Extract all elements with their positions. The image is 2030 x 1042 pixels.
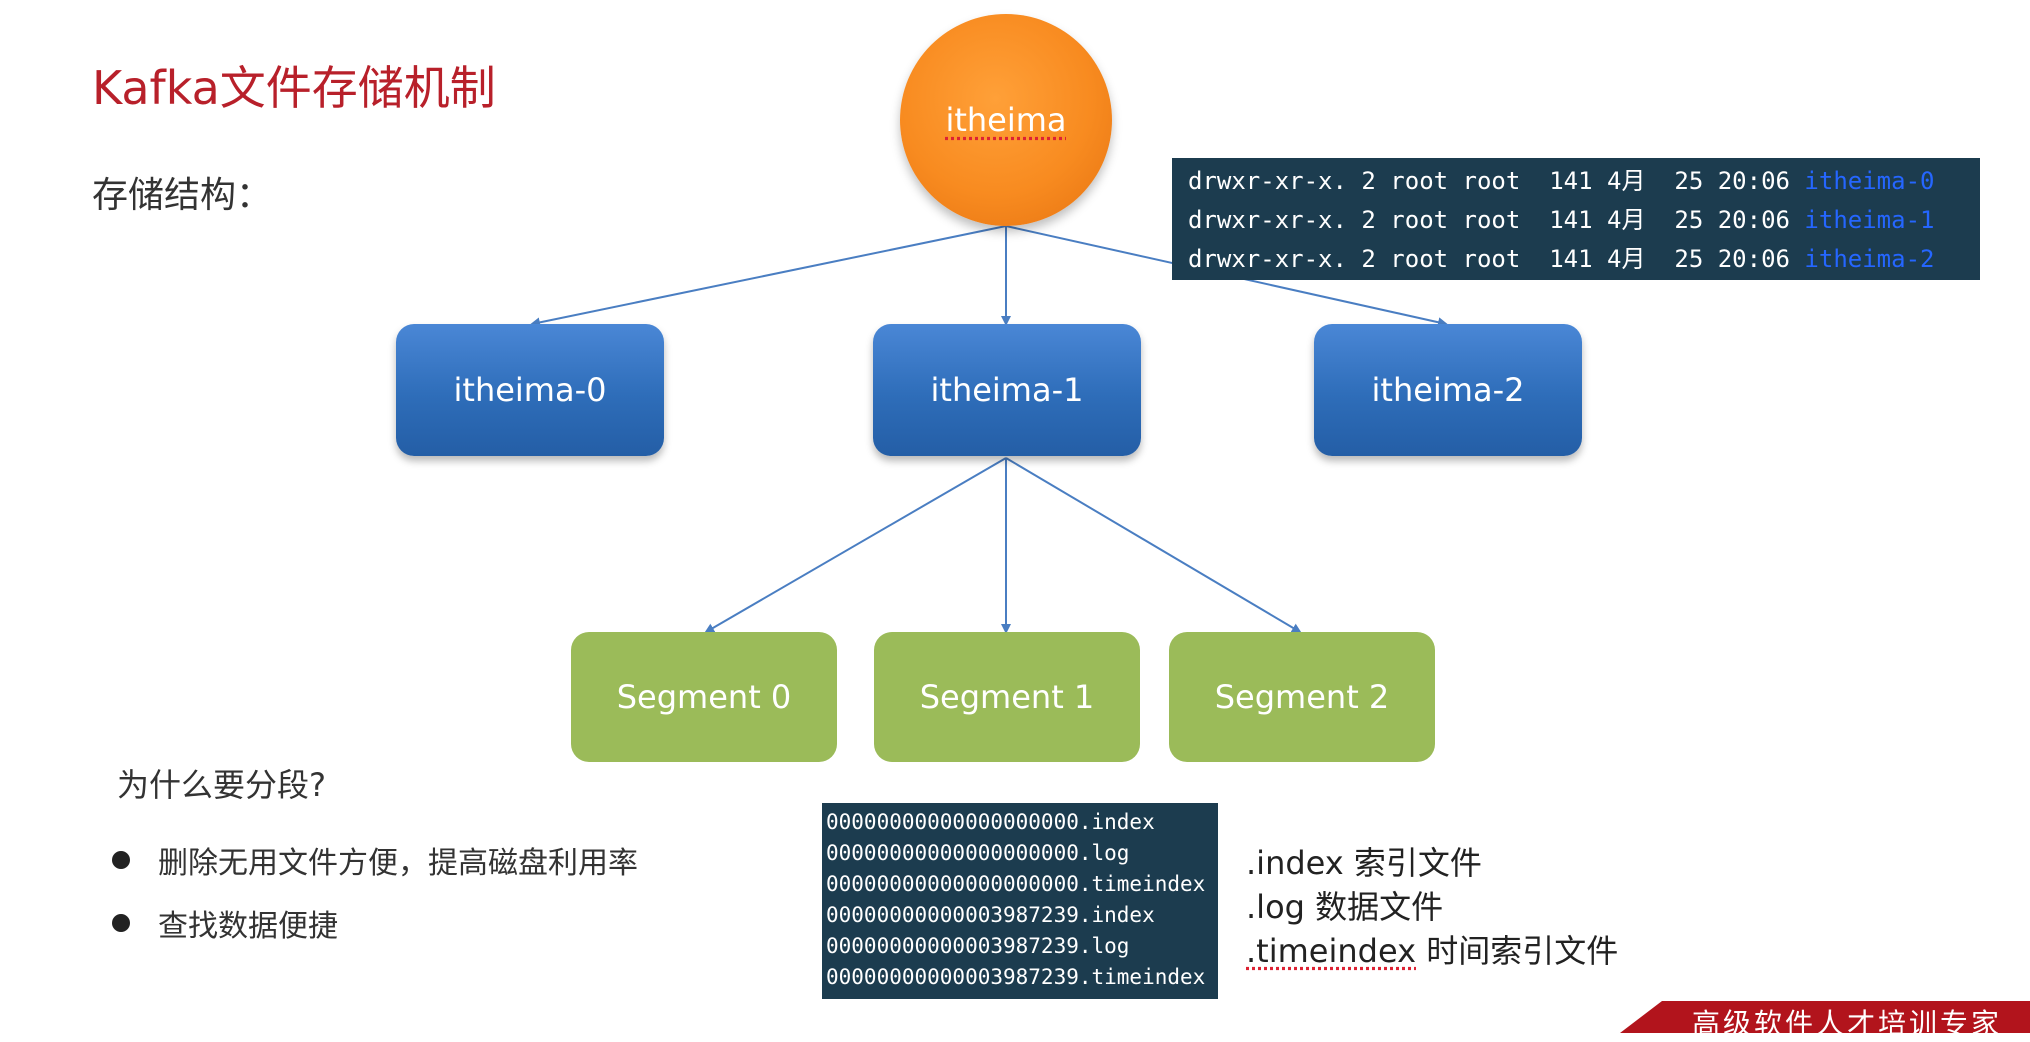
reason-text: 删除无用文件方便，提高磁盘利用率 <box>158 846 638 881</box>
segment-node-2: Segment 2 <box>1169 632 1435 762</box>
reason-bullet: 查找数据便捷 <box>112 901 338 945</box>
segment-label: Segment 0 <box>616 678 792 716</box>
topic-label: itheima <box>945 101 1067 139</box>
file-listing-row: 00000000000003987239.timeindex <box>826 965 1206 989</box>
dir-row-meta: drwxr-xr-x. 2 root root 141 4月 25 20:06 <box>1188 167 1805 195</box>
file-listing-row: 00000000000003987239.index <box>826 903 1155 927</box>
legend-ext: .index <box>1246 844 1344 882</box>
dir-row-name: itheima-2 <box>1804 245 1935 273</box>
edge-partition-1-to-segment-2 <box>1005 457 1302 634</box>
legend-desc: 时间索引文件 <box>1416 932 1619 970</box>
dir-listing-row: drwxr-xr-x. 2 root root 141 4月 25 20:06 … <box>1188 201 1980 240</box>
partition-node-1: itheima-1 <box>873 324 1141 456</box>
segment-file-listing-terminal: 00000000000000000000.index 0000000000000… <box>822 803 1218 999</box>
page-title: Kafka文件存储机制 <box>92 61 496 115</box>
legend-ext: .timeindex <box>1246 932 1417 970</box>
file-type-legend-item: .timeindex 时间索引文件 <box>1246 926 1618 972</box>
segment-label: Segment 1 <box>919 678 1095 716</box>
bullet-dot-icon <box>112 851 130 869</box>
dir-row-meta: drwxr-xr-x. 2 root root 141 4月 25 20:06 <box>1188 245 1805 273</box>
partition-node-0: itheima-0 <box>396 324 664 456</box>
storage-structure-label: 存储结构： <box>92 175 273 216</box>
partition-label: itheima-1 <box>930 371 1084 409</box>
reason-bullet: 删除无用文件方便，提高磁盘利用率 <box>112 838 638 882</box>
partition-label: itheima-2 <box>1371 371 1525 409</box>
legend-ext: .log <box>1246 888 1305 926</box>
footer-slogan: 高级软件人才培训专家 <box>1692 1007 2003 1040</box>
file-type-legend-item: .index 索引文件 <box>1246 838 1482 884</box>
file-type-legend-item: .log 数据文件 <box>1246 882 1443 928</box>
segment-node-0: Segment 0 <box>571 632 837 762</box>
segment-label: Segment 2 <box>1214 678 1390 716</box>
file-listing-row: 00000000000000000000.index <box>826 810 1155 834</box>
file-listing-row: 00000000000000000000.log <box>826 841 1130 865</box>
dir-row-name: itheima-1 <box>1804 206 1935 234</box>
dir-listing-row: drwxr-xr-x. 2 root root 141 4月 25 20:06 … <box>1188 240 1980 279</box>
directory-listing-terminal: drwxr-xr-x. 2 root root 141 4月 25 20:06 … <box>1172 158 1980 280</box>
partition-node-2: itheima-2 <box>1314 324 1582 456</box>
dir-row-name: itheima-0 <box>1804 167 1935 195</box>
topic-node: itheima <box>900 14 1112 226</box>
edge-root-to-partition-0 <box>530 225 1007 328</box>
file-listing-row: 00000000000003987239.log <box>826 934 1130 958</box>
why-segment-heading: 为什么要分段? <box>117 766 326 804</box>
bullet-dot-icon <box>112 914 130 932</box>
partition-label: itheima-0 <box>453 371 607 409</box>
edge-partition-1-to-segment-0 <box>704 457 1007 634</box>
dir-listing-row: drwxr-xr-x. 2 root root 141 4月 25 20:06 … <box>1188 162 1980 201</box>
footer-banner <box>1620 1001 2030 1033</box>
legend-desc: 索引文件 <box>1343 844 1482 882</box>
segment-node-1: Segment 1 <box>874 632 1140 762</box>
file-listing-row: 00000000000000000000.timeindex <box>826 872 1206 896</box>
legend-desc: 数据文件 <box>1304 888 1444 926</box>
dir-row-meta: drwxr-xr-x. 2 root root 141 4月 25 20:06 <box>1188 206 1805 234</box>
reason-text: 查找数据便捷 <box>158 909 338 944</box>
